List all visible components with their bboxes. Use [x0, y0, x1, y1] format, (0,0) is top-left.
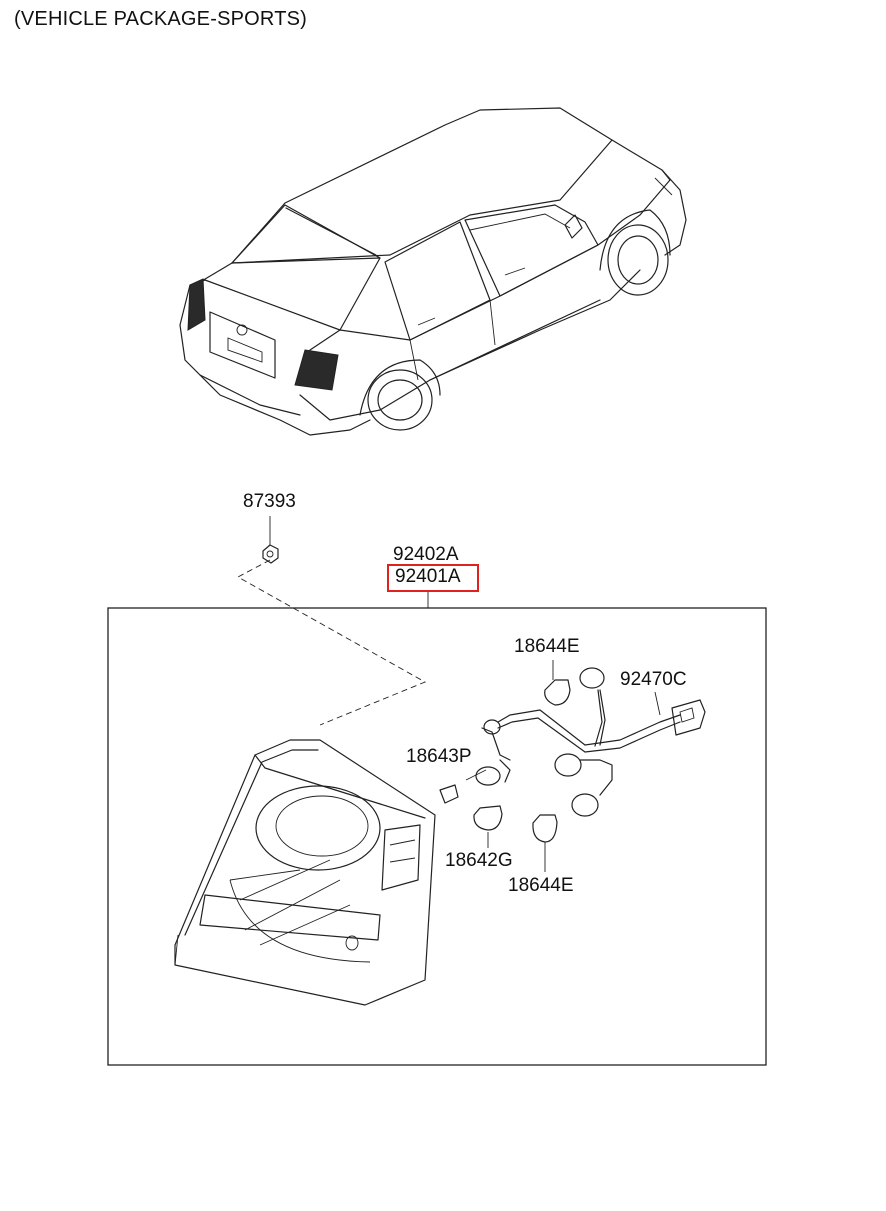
part-label-92402A[interactable]: 92402A: [393, 544, 459, 565]
detail-frame: [107, 607, 767, 1066]
part-label-18643P[interactable]: 18643P: [406, 746, 472, 767]
part-label-87393[interactable]: 87393: [243, 491, 296, 512]
part-label-18644E-bottom[interactable]: 18644E: [508, 875, 574, 896]
diagram-title: (VEHICLE PACKAGE-SPORTS): [14, 8, 308, 30]
part-label-18644E-top[interactable]: 18644E: [514, 636, 580, 657]
bulbs: [439, 679, 571, 843]
wiring-harness: [475, 667, 706, 817]
part-label-92401A-selected[interactable]: 92401A: [387, 564, 479, 592]
part-label-92470C[interactable]: 92470C: [620, 669, 687, 690]
leader-lines: [237, 516, 661, 872]
car-illustration: [179, 107, 687, 436]
tail-lamp-assembly: [174, 739, 436, 1006]
nut-87393-part: [262, 544, 279, 564]
part-label-18642G[interactable]: 18642G: [445, 850, 513, 871]
